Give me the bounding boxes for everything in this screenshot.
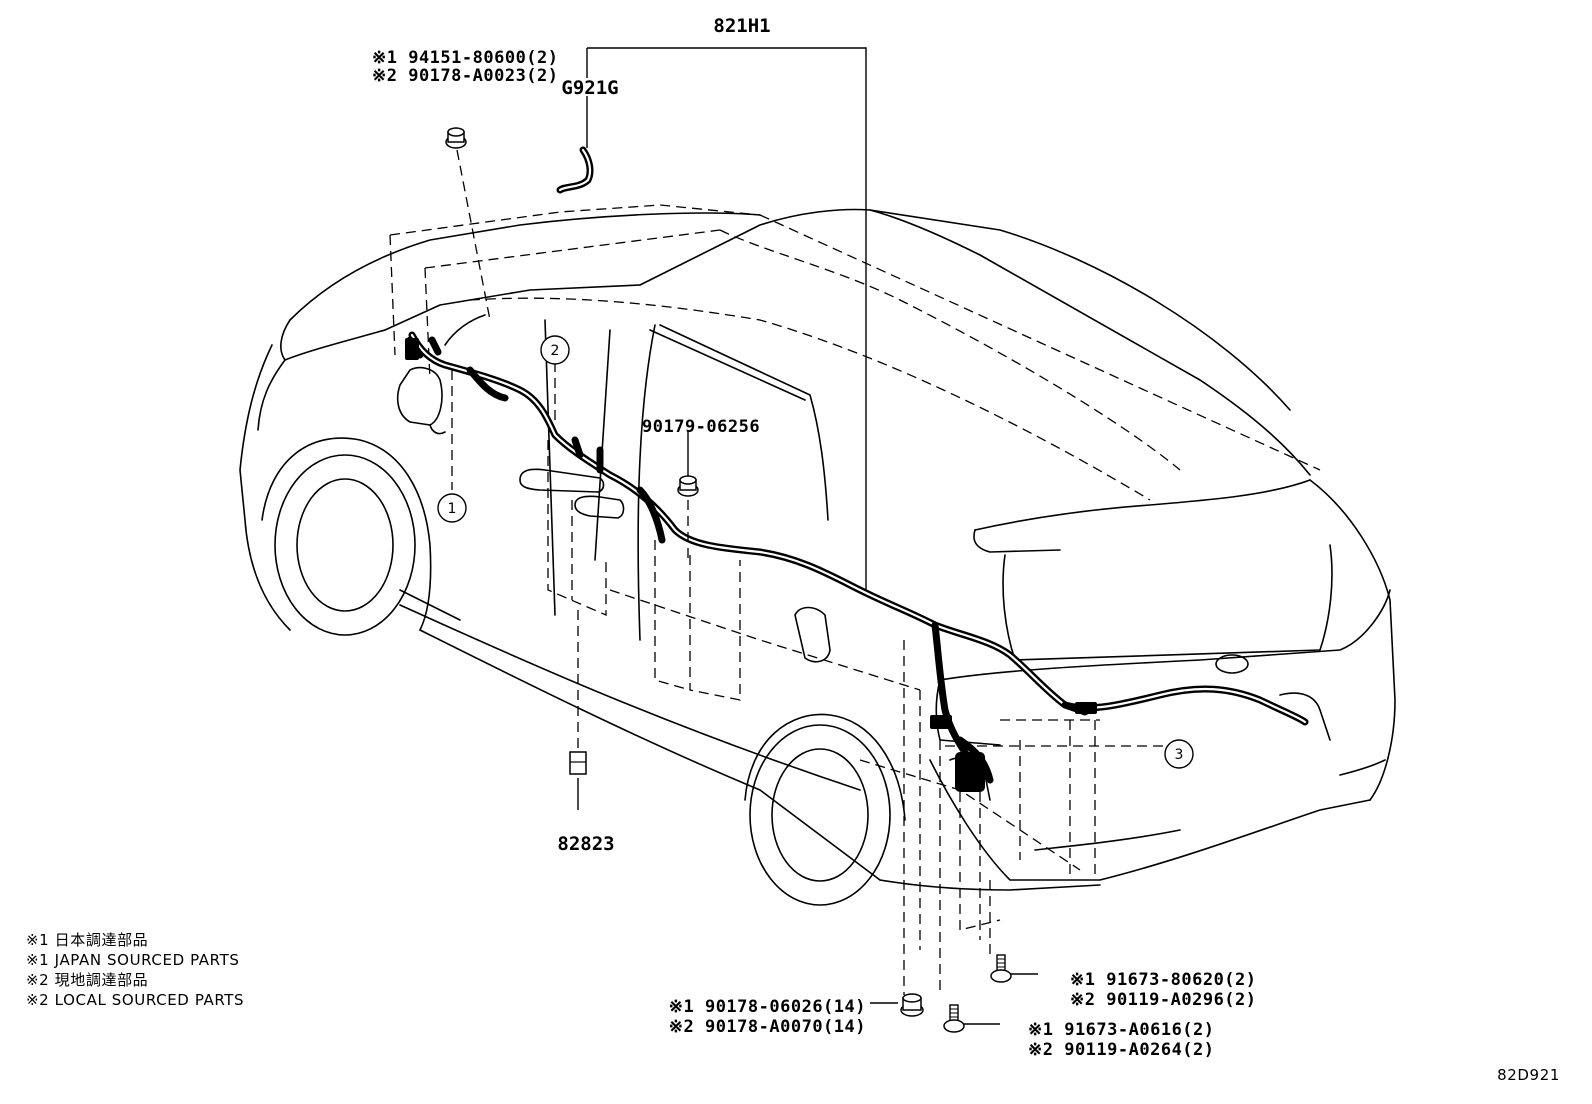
marker-2: 2 — [540, 335, 570, 365]
rear-nut-local-label: ※2 90178-A0070(14) — [669, 1017, 866, 1037]
svg-text:1: 1 — [448, 501, 457, 517]
bolt-icon — [943, 1004, 965, 1033]
rear-nut-jp-label: ※1 90178-06026(14) — [669, 997, 866, 1017]
mirror-clip-jp-label: ※1 94151-80600(2) — [372, 48, 559, 68]
phantom-body — [389, 204, 1321, 990]
legend: ※1 日本調達部品 ※1 JAPAN SOURCED PARTS ※2 現地調達… — [26, 931, 244, 1009]
rear-bolt-a-local-label: ※2 90119-A0296(2) — [1070, 990, 1257, 1010]
connector-icon — [569, 751, 587, 775]
legend-line: ※1 JAPAN SOURCED PARTS — [26, 951, 239, 969]
roof-clip-label: 90179-06256 — [642, 417, 760, 437]
rear-bolt-b-jp-label: ※1 91673-A0616(2) — [1028, 1020, 1215, 1040]
svg-text:3: 3 — [1175, 747, 1184, 763]
sub-harness-label: G921G — [561, 77, 618, 99]
diagram-code: 82D921 — [1497, 1066, 1560, 1084]
fasteners — [445, 127, 1012, 1033]
legend-line: ※1 日本調達部品 — [26, 931, 148, 949]
leaders — [451, 47, 1165, 1025]
svg-text:2: 2 — [551, 343, 560, 359]
nut-icon — [900, 993, 924, 1017]
wire-harness — [405, 146, 1309, 792]
bolt-icon — [990, 954, 1012, 983]
vehicle-body — [239, 208, 1396, 906]
rear-bolt-a-jp-label: ※1 91673-80620(2) — [1070, 970, 1257, 990]
clip-fastener-icon — [445, 127, 467, 149]
rear-bolt-b-local-label: ※2 90119-A0264(2) — [1028, 1040, 1215, 1060]
door-connector-label: 82823 — [557, 833, 614, 855]
mirror-clip-local-label: ※2 90178-A0023(2) — [372, 66, 559, 86]
legend-line: ※2 現地調達部品 — [26, 971, 148, 989]
marker-1: 1 — [437, 493, 467, 523]
legend-line: ※2 LOCAL SOURCED PARTS — [26, 991, 244, 1009]
main-harness-label: 821H1 — [713, 15, 770, 37]
marker-3: 3 — [1164, 739, 1194, 769]
clip-fastener-icon — [677, 475, 699, 497]
